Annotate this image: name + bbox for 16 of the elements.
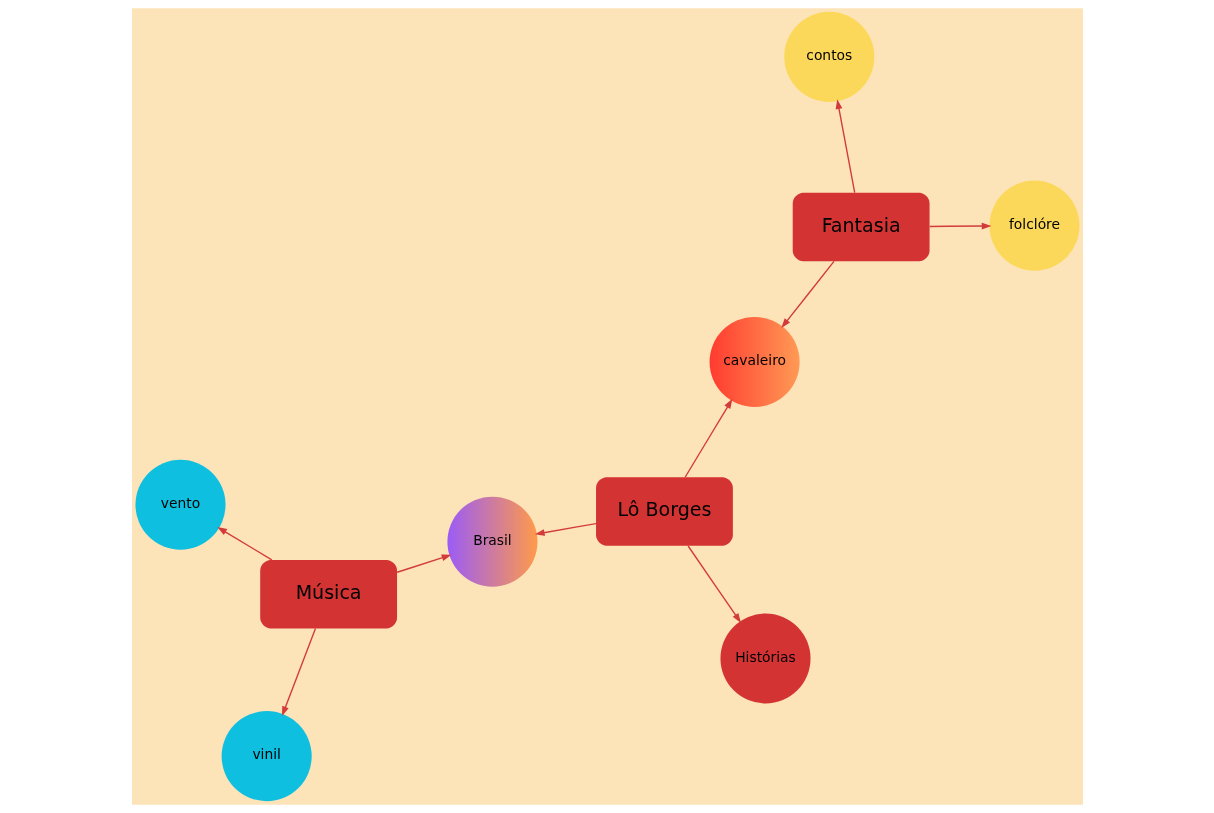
arrow: [686, 545, 741, 623]
node-box: Fantasia: [792, 192, 930, 262]
arrow: [928, 222, 991, 230]
node-circle: contos: [783, 11, 874, 102]
arrow: [395, 554, 451, 573]
node-box: Lô Borges: [595, 477, 733, 546]
arrow: [534, 522, 597, 536]
arrow: [216, 526, 272, 561]
node-circle: folclóre: [988, 180, 1080, 271]
arrow: [683, 398, 732, 478]
node-circle: Brasil: [446, 496, 537, 587]
node-box: Música: [259, 560, 397, 629]
arrow: [281, 627, 316, 717]
node-circle: vinil: [221, 711, 312, 802]
arrow: [780, 260, 835, 329]
arrow: [835, 99, 855, 194]
